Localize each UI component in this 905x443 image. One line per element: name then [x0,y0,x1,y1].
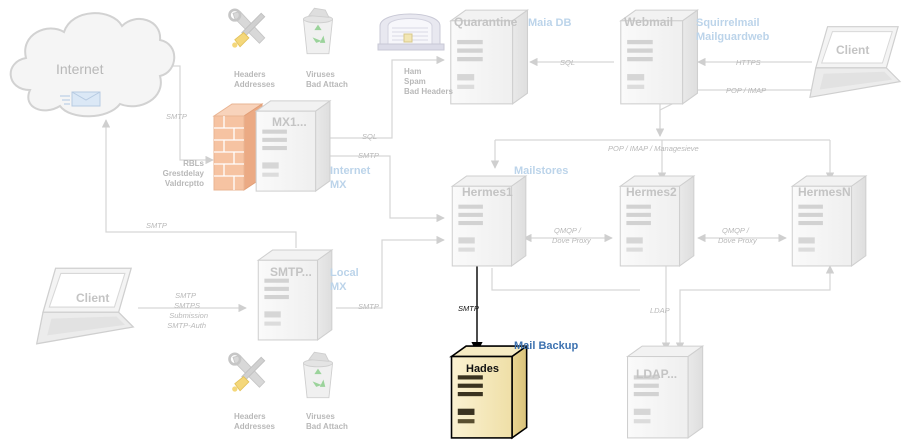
client-left-label: Client [76,291,109,305]
firewall-icon [212,103,264,191]
webmail-note-line1: Squirrelmail [696,17,760,29]
quarantine-type-ham: Ham [404,67,421,76]
client-top-label: Client [836,43,869,57]
edge-hermesn-ldap [675,265,835,351]
tools-bottom-line2: Addresses [234,422,275,431]
edge-hermes1-ldap-bus [491,268,640,291]
server-hades-label: Hades [466,363,499,375]
wrench-screwdriver-icon [228,8,267,49]
edge-label-webmail-sql: SQL [560,58,575,67]
server-smtp-label: SMTP... [270,265,312,279]
server-mx1: MX1... Internet MX [255,100,371,192]
mx-check-validrcpt: Valdrcptto [165,179,204,188]
quarantine-note: Maia DB [528,17,571,29]
server-hermes1: Hermes1 [451,175,527,267]
server-smtp: SMTP... Local MX [257,249,359,341]
laptop-icon [36,267,134,345]
internet-label: Internet [56,61,104,77]
edge-label-qmqp1-2: Dove Proxy [552,236,592,245]
filter-tools-bottom: Headers Addresses Viruses Bad Attach [228,351,348,431]
quarantine-type-labels: Ham Spam Bad Headers [404,67,453,96]
bin-bottom-line2: Bad Attach [306,422,348,431]
webmail-note-line2: Mailguardweb [696,31,770,43]
tools-bottom-line1: Headers [234,412,266,421]
server-hermes2-label: Hermes2 [626,185,677,199]
quarantine-storage-icon [377,13,445,51]
edge-label-submission-2: SMTPS [174,301,200,310]
edge-label-submission-3: Submission [169,311,208,320]
hades-note: Mail Backup [514,340,578,352]
server-webmail-label: Webmail [624,15,673,29]
server-hermesn: HermesN [791,175,867,267]
edge-label-mx-sql: SQL [362,132,377,141]
envelope-icon [60,91,101,107]
edge-label-mx-smtp: SMTP [358,151,379,160]
edge-label-local-smtp-up: SMTP [146,221,167,230]
quarantine-type-spam: Spam [404,77,426,86]
mx-check-greylist: Grestdelay [163,169,205,178]
server-hermesn-label: HermesN [798,185,851,199]
client-laptop-left: Client [36,267,134,345]
mx1-note-line2: MX [330,179,347,191]
mx1-note-line1: Internet [330,165,371,177]
server-webmail: Webmail Squirrelmail Mailguardweb [620,9,770,105]
edge-localmx-to-internet [101,119,297,248]
mailstores-label: Mailstores [514,165,568,177]
filter-tools-top: Headers Addresses Viruses Bad Attach [228,7,348,89]
tools-top-line2: Addresses [234,80,275,89]
edge-label-managesieve: POP / IMAP / Managesieve [608,144,699,153]
server-hermes2: Hermes2 [619,175,695,267]
edge-label-qmqp2-2: Dove Proxy [718,236,758,245]
server-quarantine-label: Quarantine [454,15,518,29]
edge-mx-to-hermes1 [322,155,445,223]
edge-label-qmqp1-1: QMQP / [554,226,582,235]
edge-localmx-to-hermes1 [336,235,445,309]
bin-top-line2: Bad Attach [306,80,348,89]
edge-label-https: HTTPS [736,58,761,67]
smtp-note-line2: MX [330,281,347,293]
server-hades[interactable]: Hades Mail Backup [450,340,579,439]
server-mx1-label: MX1... [272,115,307,129]
wrench-screwdriver-icon [228,352,267,393]
edge-label-submission-4: SMTP-Auth [167,321,206,330]
quarantine-type-bad-headers: Bad Headers [404,87,453,96]
server-ldap-label: LDAP... [636,367,677,381]
mx-check-rbls: RBLs [183,159,204,168]
bin-bottom-line1: Viruses [306,412,335,421]
tools-top-line1: Headers [234,70,266,79]
edge-label-qmqp2-1: QMQP / [722,226,750,235]
edge-label-smtp-to-hermes: SMTP [358,302,379,311]
client-laptop-top: Client [809,26,901,98]
recycle-bin-icon [302,351,334,399]
edge-mx-to-quarantine [322,55,445,139]
edge-labels: SMTP SQL SMTP SQL HTTPS POP / IMAP POP /… [146,58,766,330]
bin-top-line1: Viruses [306,70,335,79]
mx-checks-labels: RBLs Grestdelay Valdrcptto [163,159,205,188]
laptop-icon [809,26,901,98]
smtp-note-line1: Local [330,267,359,279]
edge-label-internet-smtp: SMTP [166,112,187,121]
edge-label-backup-smtp: SMTP [458,304,479,313]
recycle-bin-icon [302,7,334,55]
edge-label-submission-1: SMTP [175,291,196,300]
server-hermes1-label: Hermes1 [462,185,513,199]
edge-label-pop-imap: POP / IMAP [726,86,766,95]
internet-cloud: Internet [9,12,176,118]
edge-label-ldap: LDAP [650,306,670,315]
server-ldap: LDAP... [626,345,704,439]
server-quarantine: Quarantine Maia DB [450,9,571,105]
